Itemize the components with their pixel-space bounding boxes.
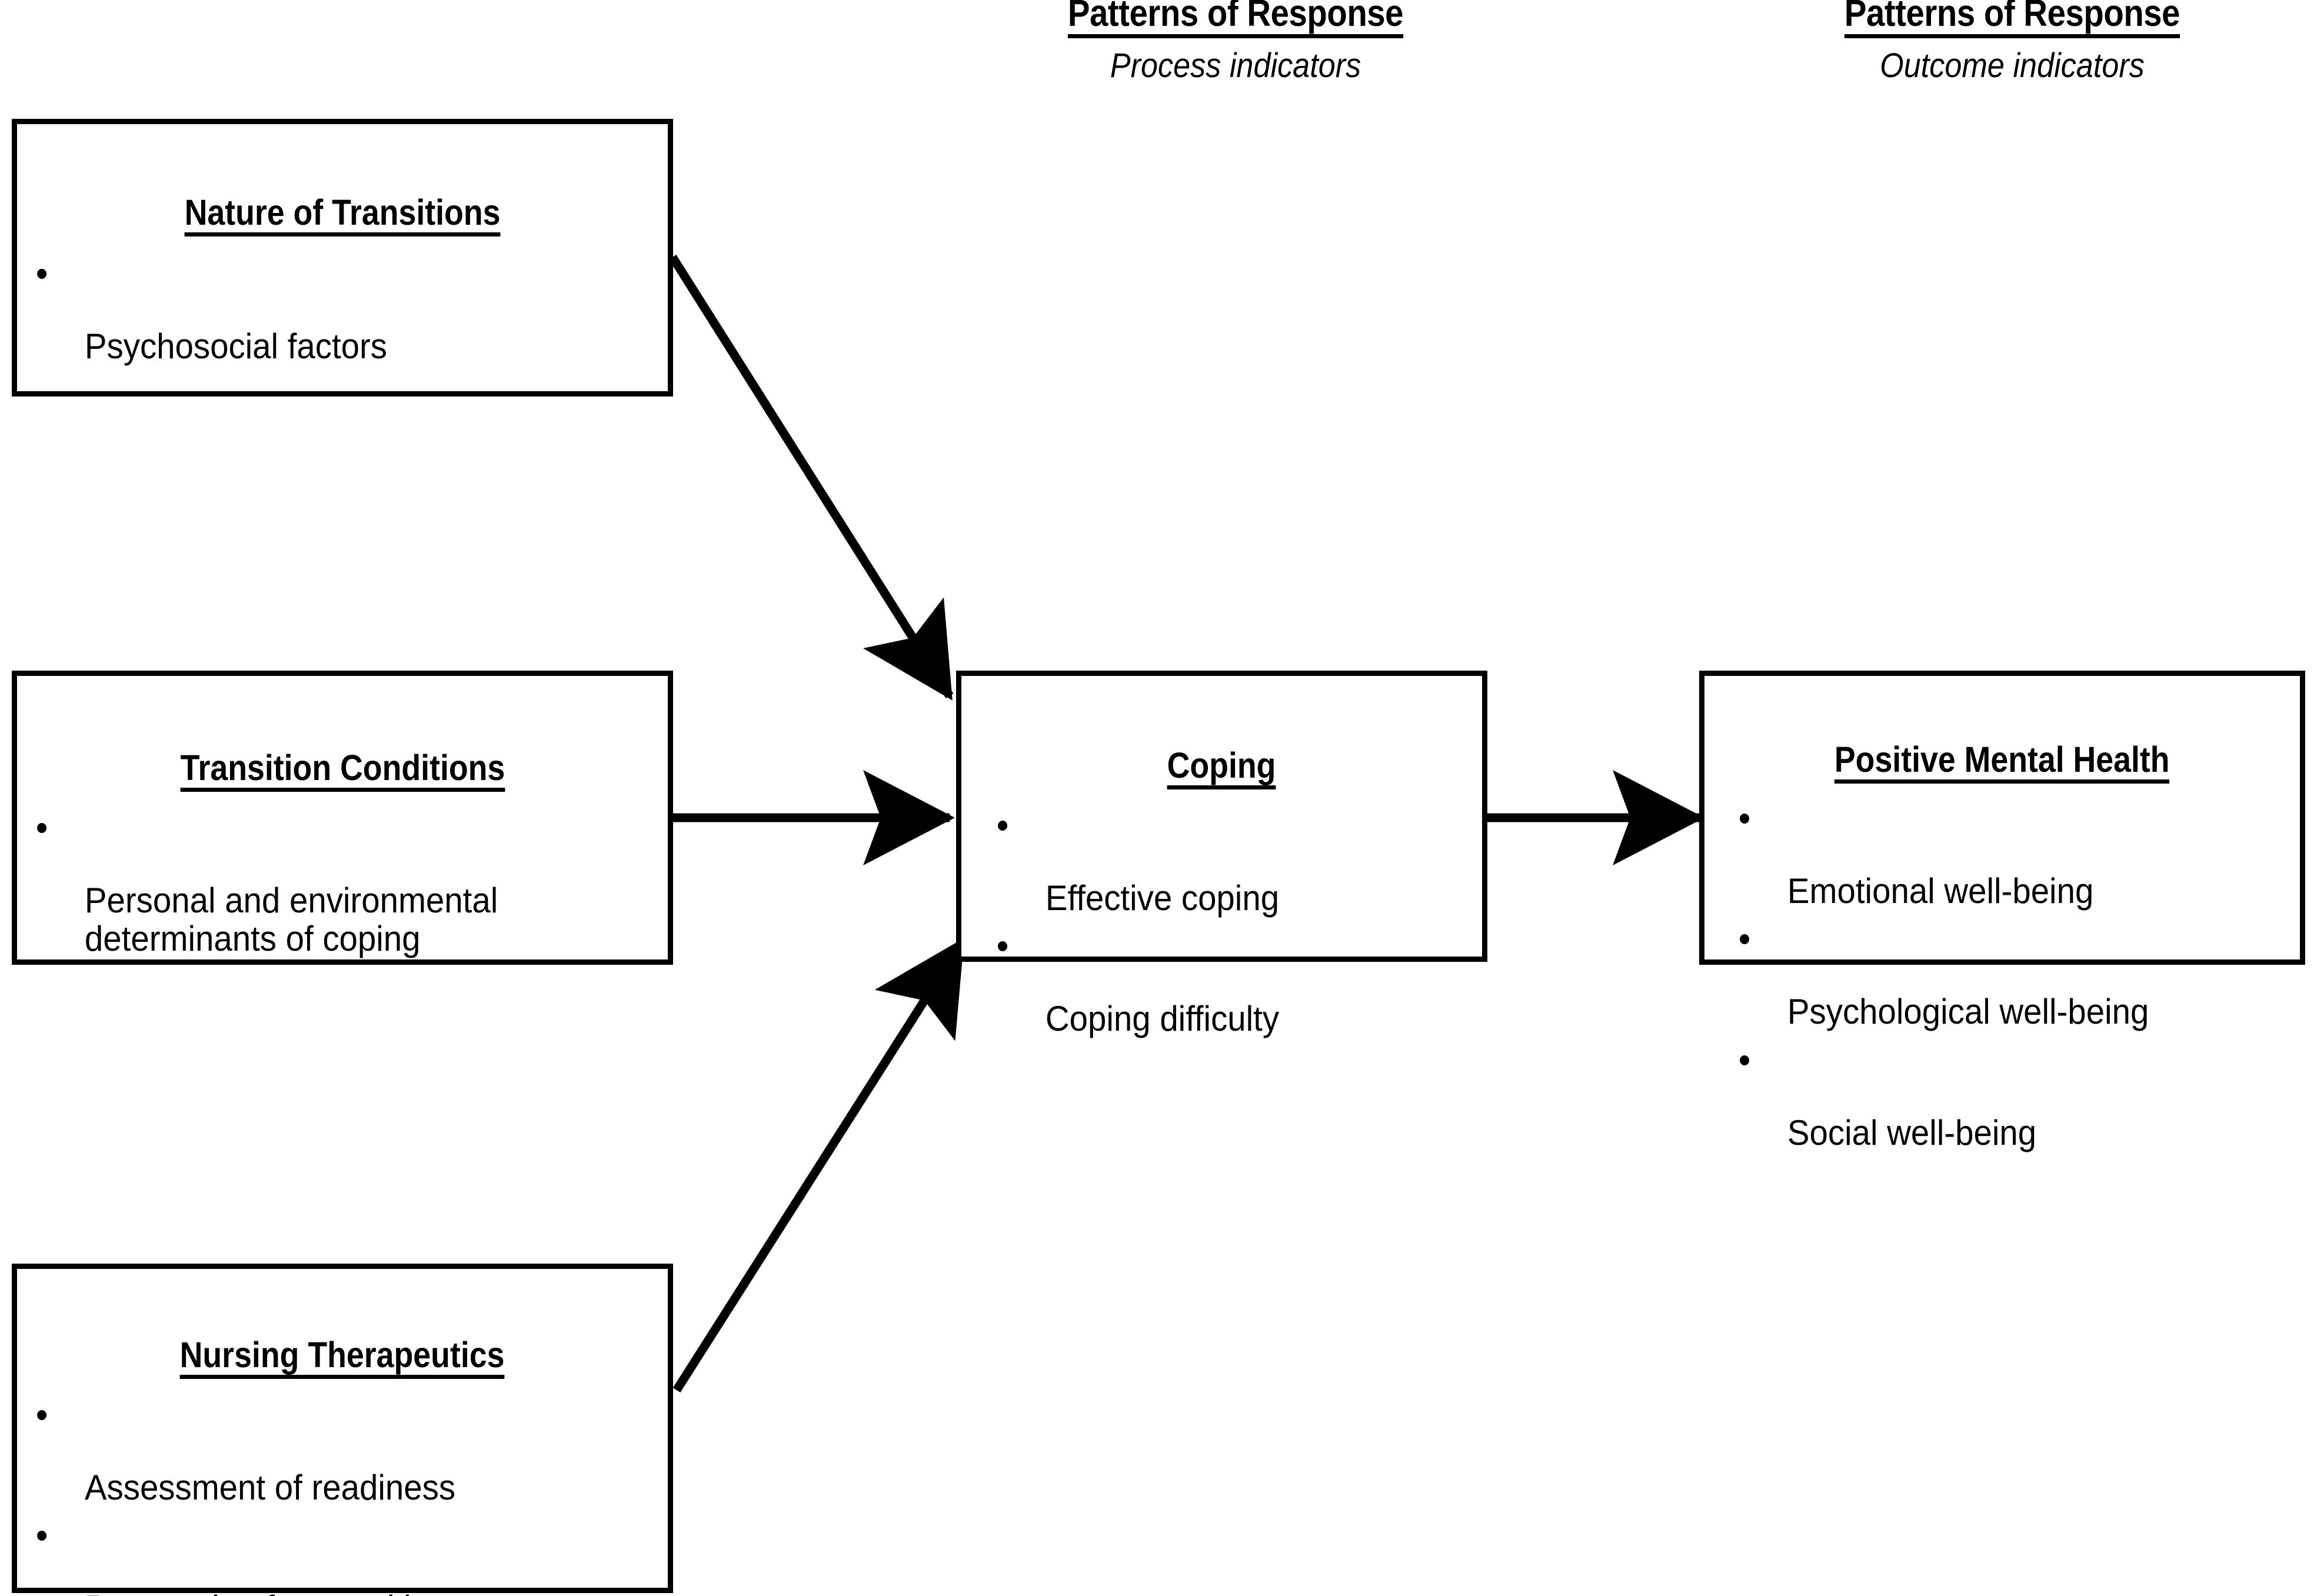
list-item: Psychosocial factors <box>19 251 614 365</box>
bullet-dot-icon <box>998 821 1008 831</box>
list-item: Social well-being <box>1722 1037 2254 1152</box>
node-nature-of-transitions[interactable]: Nature of Transitions Psychosocial facto… <box>12 119 673 396</box>
column-header-process-subtitle: Process indicators <box>1110 46 1361 85</box>
list-item: Assessment of readiness <box>19 1392 614 1507</box>
column-header-outcome: Patterns of Response Outcome indicators <box>1730 0 2295 83</box>
edge-therapeutics-to-coping <box>672 938 965 1393</box>
node-title-positive-mental-health: Positive Mental Health <box>1716 742 2288 784</box>
edge-nature-to-coping <box>668 254 954 701</box>
node-title-transition-conditions: Transition Conditions <box>32 750 652 792</box>
column-header-outcome-title: Patterns of Response <box>1844 0 2180 38</box>
list-item: Preparation for transition <box>19 1512 614 1596</box>
bullet-list-nursing-therapeutics: Assessment of readiness Preparation for … <box>19 1392 652 1596</box>
bullet-dot-icon <box>1740 1055 1750 1065</box>
bullet-dot-icon <box>37 823 47 834</box>
node-nursing-therapeutics[interactable]: Nursing Therapeutics Assessment of readi… <box>12 1264 673 1596</box>
list-item: Psychological well-being <box>1722 916 2254 1031</box>
bullet-dot-icon <box>1740 934 1750 945</box>
bullet-dot-icon <box>1740 814 1750 824</box>
node-title-coping: Coping <box>977 748 1467 789</box>
node-title-nature-of-transitions: Nature of Transitions <box>32 195 652 236</box>
node-positive-mental-health[interactable]: Positive Mental Health Emotional well-be… <box>1699 671 2305 1152</box>
list-item: Effective coping <box>980 802 1437 917</box>
bullet-dot-icon <box>37 1531 47 1541</box>
bullet-dot-icon <box>998 941 1008 952</box>
bullet-dot-icon <box>37 269 47 279</box>
bullet-list-transition-conditions: Personal and environmental determinants … <box>19 805 652 958</box>
list-item: Coping difficulty <box>980 923 1437 1038</box>
column-header-outcome-subtitle: Outcome indicators <box>1880 46 2145 85</box>
node-title-nursing-therapeutics: Nursing Therapeutics <box>32 1337 652 1379</box>
column-header-process-title: Patterns of Response <box>1067 0 1404 38</box>
node-coping[interactable]: Coping Effective coping Coping difficult… <box>956 671 1487 1038</box>
bullet-list-positive-mental-health: Emotional well-being Psychological well-… <box>1722 795 2288 1152</box>
list-item: Emotional well-being <box>1722 795 2254 910</box>
bullet-list-nature-of-transitions: Psychosocial factors <box>19 251 652 365</box>
bullet-list-coping: Effective coping Coping difficulty <box>980 802 1467 1038</box>
column-header-process: Patterns of Response Process indicators <box>953 0 1518 83</box>
node-transition-conditions[interactable]: Transition Conditions Personal and envir… <box>12 671 673 965</box>
bullet-dot-icon <box>37 1410 47 1421</box>
list-item: Personal and environmental determinants … <box>19 805 614 958</box>
